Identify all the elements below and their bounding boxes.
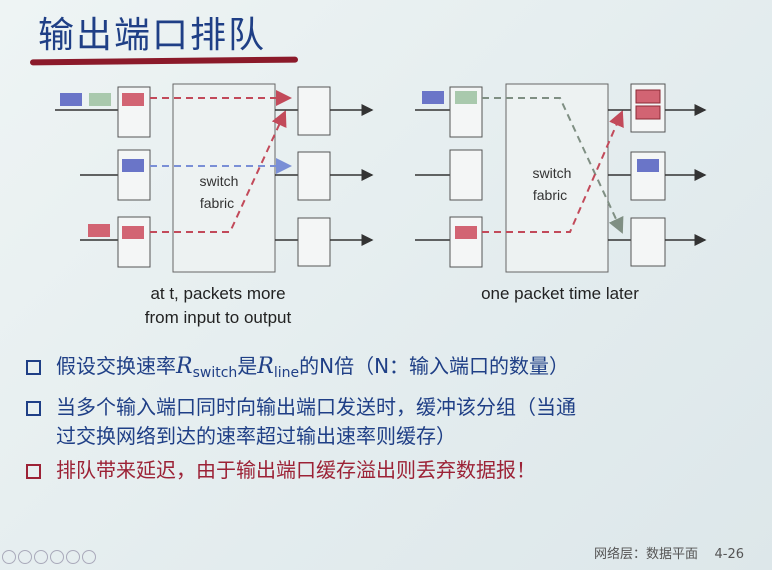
left-output-port-1 [297,86,331,136]
right-red-path [482,110,624,233]
slide-footer: 网络层：数据平面 4-26 [594,543,744,562]
left-packet-blue-port2 [122,159,144,172]
left-switch-diagram: switch fabric [55,83,374,273]
right-packet-blue-waiting [422,91,444,104]
right-output-packet-red-1 [635,89,661,104]
nav-pen-icon[interactable] [34,550,48,564]
left-switch-fabric [172,83,276,273]
right-switch-diagram: switch fabric [415,83,707,273]
left-fabric-label-1: switch [200,173,239,189]
bullet-list: 假设交换速率Rswitch是Rline的N倍（N：输入端口的数量） 当多个输入端… [26,352,766,490]
right-input-port-3 [449,216,483,268]
slide-nav-controls [2,550,96,564]
left-packet-red-port3 [122,226,144,239]
bullet-box-icon [26,360,41,375]
nav-next-icon[interactable] [18,550,32,564]
nav-menu-icon[interactable] [50,550,64,564]
nav-more-icon[interactable] [82,550,96,564]
bullet-rate: 假设交换速率Rswitch是Rline的N倍（N：输入端口的数量） [26,352,766,388]
right-switch-fabric [505,83,609,273]
left-output-port-3 [297,217,331,267]
caption-left-line-2: from input to output [144,308,292,327]
right-packet-green-port1 [455,91,477,104]
slide-title: 输出端口排队 [38,15,267,56]
footer-chapter: 网络层：数据平面 [593,547,698,562]
right-output-packet-red-2 [635,105,661,120]
bullet-buffering: 当多个输入端口同时向输出端口发送时，缓冲该分组（当通 过交换网络到达的速率超过输… [26,393,766,451]
caption-right: one packet time later [481,284,639,303]
left-fabric-label-2: fabric [200,195,234,211]
right-fabric-label-2: fabric [533,187,567,203]
right-output-packet-blue [637,159,659,172]
caption-left: at t, packets more from input to output [98,282,338,330]
left-input-port-2 [117,149,151,201]
right-green-path [482,97,624,234]
right-packet-red-port3 [455,226,477,239]
right-output-port-3 [630,217,666,267]
left-packet-red-waiting [88,224,110,237]
right-fabric-label-1: switch [533,165,572,181]
bullet-box-icon [26,464,41,479]
bullet-delay-loss: 排队带来延迟，由于输出端口缓存溢出则丢弃数据报！ [26,456,766,485]
output-port-queueing-diagram: switch fabric [55,83,707,273]
left-packet-blue-waiting [60,93,82,106]
left-output-port-2 [297,151,331,201]
bullet-box-icon [26,401,41,416]
left-packet-green-waiting [89,93,111,106]
left-red-path-3 [150,110,287,233]
left-input-port-3 [117,216,151,268]
caption-left-line-1: at t, packets more [150,284,286,303]
right-input-port-2 [449,149,483,201]
nav-zoom-icon[interactable] [66,550,80,564]
footer-page-number: 4-26 [714,547,744,562]
left-packet-red-port1 [122,93,144,106]
nav-prev-icon[interactable] [2,550,16,564]
